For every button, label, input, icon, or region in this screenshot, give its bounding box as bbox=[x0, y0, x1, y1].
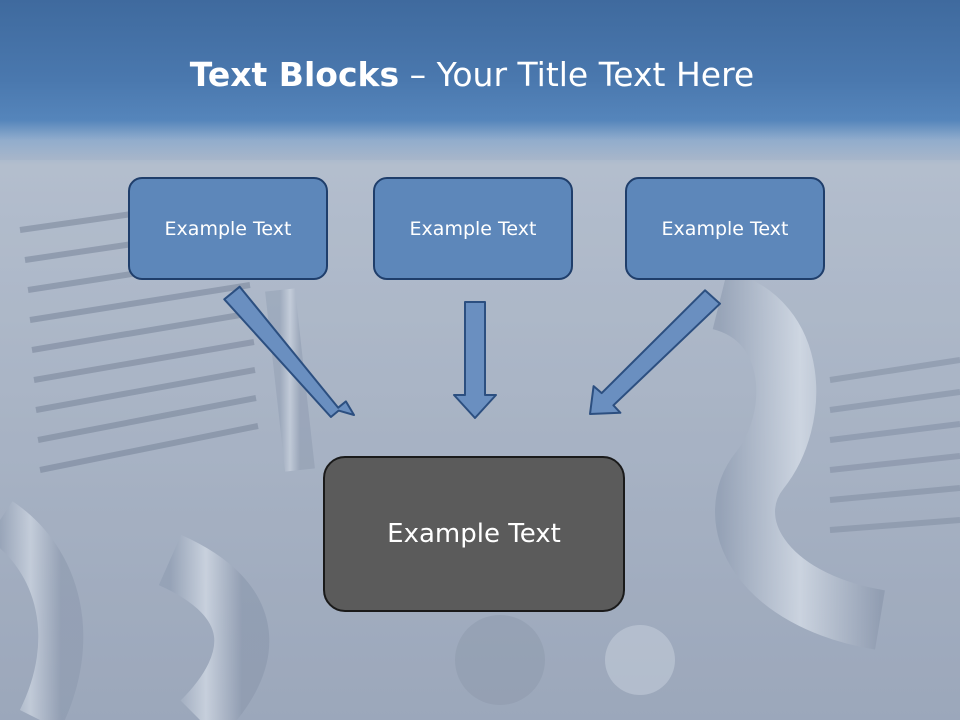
slide-title: Text Blocks – Your Title Text Here bbox=[0, 55, 944, 94]
text-block-left-label: Example Text bbox=[164, 217, 292, 240]
title-separator: – bbox=[399, 55, 437, 94]
text-block-left[interactable]: Example Text bbox=[128, 177, 328, 280]
text-block-middle[interactable]: Example Text bbox=[373, 177, 573, 280]
text-block-middle-label: Example Text bbox=[409, 217, 537, 240]
text-block-center-label: Example Text bbox=[387, 519, 561, 549]
title-bar bbox=[0, 0, 960, 165]
title-rest-text: Your Title Text Here bbox=[436, 55, 755, 94]
text-block-center[interactable]: Example Text bbox=[323, 456, 625, 612]
title-bold-text: Text Blocks bbox=[189, 55, 400, 94]
text-block-right-label: Example Text bbox=[661, 217, 789, 240]
text-block-right[interactable]: Example Text bbox=[625, 177, 825, 280]
cylinder-fins-right bbox=[829, 357, 960, 533]
